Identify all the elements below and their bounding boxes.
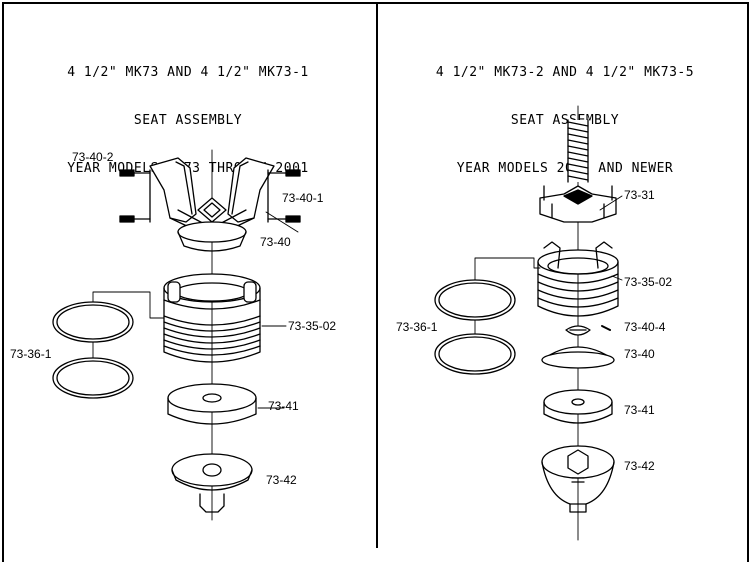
part-labels: 73-40-2 73-40-1 73-40 73-35-02 73-36-1 7… [10,150,672,487]
right-nut-73-42 [541,445,615,513]
left-seat-ring-73-35-02 [163,273,261,363]
label-right-73-42: 73-42 [624,459,655,473]
label-left-73-42: 73-42 [266,473,297,487]
exploded-view-drawing: 73-40-2 73-40-1 73-40 73-35-02 73-36-1 7… [10,105,672,541]
label-left-73-40-1: 73-40-1 [282,191,324,205]
left-disc-73-41 [167,383,257,425]
right-seat-ring-73-35-02 [537,241,619,317]
left-screws [119,169,301,223]
left-title-line-1: 4 1/2" MK73 AND 4 1/2" MK73-1 [67,65,309,80]
label-left-73-36-1: 73-36-1 [10,347,52,361]
label-right-73-40: 73-40 [624,347,655,361]
label-right-73-40-4: 73-40-4 [624,320,666,334]
right-retainer-73-31 [539,185,617,223]
right-spring [567,119,589,183]
right-assembly [434,105,623,541]
right-leaders [599,195,623,281]
left-leaders [257,211,299,409]
left-o-rings-73-36-1 [52,291,165,399]
label-left-73-40-2: 73-40-2 [72,150,114,164]
right-pin-73-40-4 [565,325,611,336]
panel-divider [376,2,378,548]
label-left-73-40: 73-40 [260,235,291,249]
left-disc-73-40 [177,221,247,252]
right-disc-73-40 [541,346,615,369]
left-title-line-2: SEAT ASSEMBLY [133,113,243,128]
left-seat-cage-part [149,157,275,239]
left-nut-73-42 [171,453,253,513]
label-right-73-35-02: 73-35-02 [624,275,672,289]
label-right-73-41: 73-41 [624,403,655,417]
label-right-73-36-1: 73-36-1 [396,320,438,334]
label-right-73-31: 73-31 [624,188,655,202]
right-disc-73-41 [543,389,613,424]
right-o-rings-73-36-1 [434,257,541,375]
label-left-73-35-02: 73-35-02 [288,319,336,333]
label-left-73-41: 73-41 [268,399,299,413]
right-title-line-1: 4 1/2" MK73-2 AND 4 1/2" MK73-5 [435,65,695,80]
left-assembly [52,149,301,521]
